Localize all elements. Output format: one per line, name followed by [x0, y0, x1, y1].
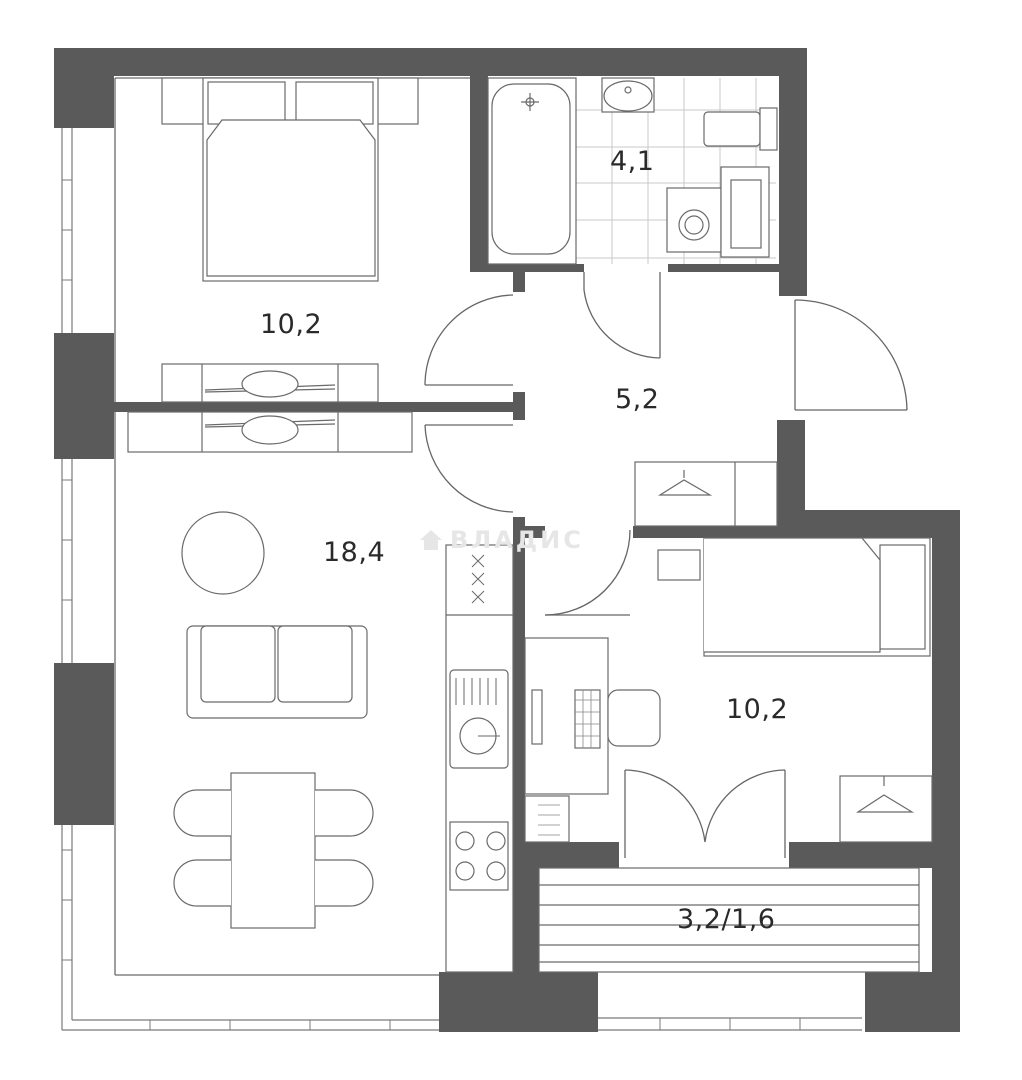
grid-details — [538, 690, 600, 836]
living-area-label: 18,4 — [323, 537, 386, 568]
walls — [54, 48, 960, 1032]
bathroom-fixtures — [487, 77, 778, 265]
hall-wardrobe — [634, 461, 778, 527]
window-ticks — [62, 179, 801, 1030]
bedroom-furniture — [161, 77, 419, 403]
house-icon — [420, 530, 442, 550]
second-bedroom-furniture — [524, 537, 933, 843]
balcony — [538, 867, 920, 973]
bathroom-area-label: 4,1 — [610, 146, 655, 177]
bedroom-area-label: 10,2 — [260, 309, 323, 340]
doors — [424, 272, 908, 858]
living-furniture — [127, 411, 514, 973]
kitchen-details — [455, 554, 500, 737]
watermark-text: ВЛАДИС — [450, 526, 584, 554]
second-bedroom-area-label: 10,2 — [726, 694, 789, 725]
hall-area-label: 5,2 — [615, 384, 660, 415]
balcony-area-label: 3,2/1,6 — [677, 904, 776, 935]
